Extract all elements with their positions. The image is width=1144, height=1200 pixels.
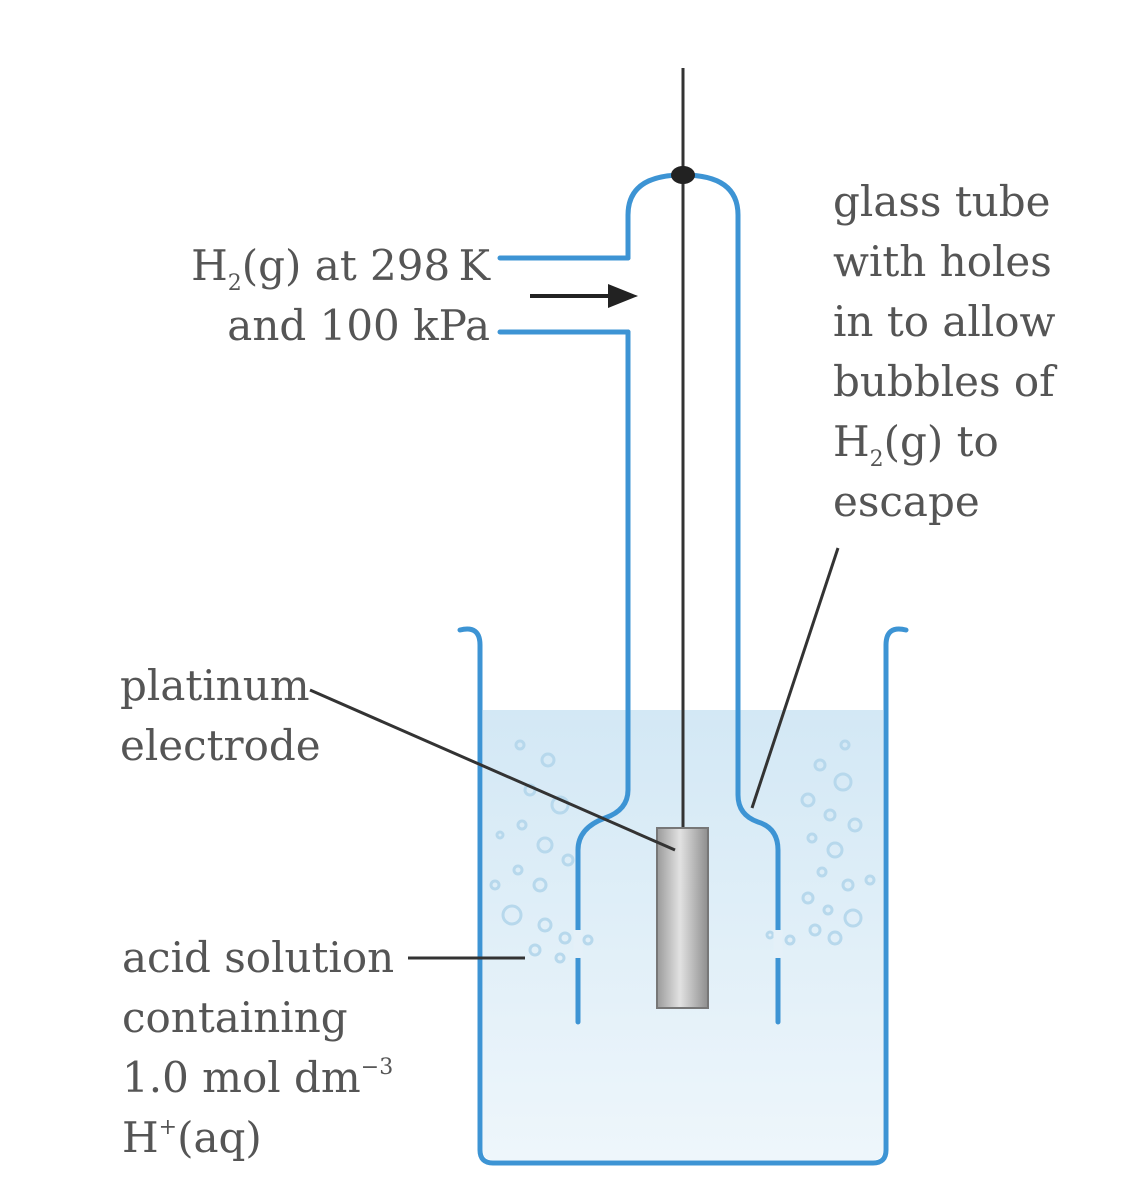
wire-seal — [671, 166, 695, 184]
glass-tube-line3: in to allow — [833, 297, 1056, 346]
platinum-line2: electrode — [120, 721, 321, 770]
beaker — [457, 626, 909, 1166]
glass-tube-label: glass tube with holes in to allow bubble… — [833, 172, 1056, 532]
glass-tube-line6: escape — [833, 477, 980, 526]
acid-solution-label: acid solution containing 1.0 mol dm−3 H+… — [122, 928, 394, 1168]
leader-glass-tube — [750, 547, 840, 809]
tube-holes — [573, 930, 783, 958]
acid-line4: H+(aq) — [122, 1113, 262, 1162]
glass-tube — [625, 172, 781, 1025]
platinum-electrode-label: platinum electrode — [120, 656, 321, 776]
hydrogen-bubbles-left — [489, 739, 594, 964]
glass-tube-line1: glass tube — [833, 177, 1051, 226]
acid-line2: containing — [122, 993, 348, 1042]
hydrogen-bubbles-right — [765, 739, 876, 946]
h2-inlet-line2: and 100 kPa — [227, 301, 490, 350]
leader-platinum — [309, 688, 676, 852]
acid-line3: 1.0 mol dm−3 — [122, 1053, 394, 1102]
glass-tube-line4: bubbles of — [833, 357, 1055, 406]
glass-tube-line5: H2(g) to — [833, 417, 999, 472]
leader-lines — [309, 547, 840, 960]
platinum-electrode — [656, 827, 709, 1009]
h2-inlet-pipe — [497, 255, 631, 335]
gas-flow-arrow — [530, 284, 638, 308]
h2-inlet-line1: H2(g) at 298 K — [191, 241, 490, 296]
h2-inlet-label: H2(g) at 298 K and 100 kPa — [150, 236, 490, 356]
platinum-line1: platinum — [120, 661, 310, 710]
acid-line1: acid solution — [122, 933, 395, 982]
glass-tube-line2: with holes — [833, 237, 1052, 286]
